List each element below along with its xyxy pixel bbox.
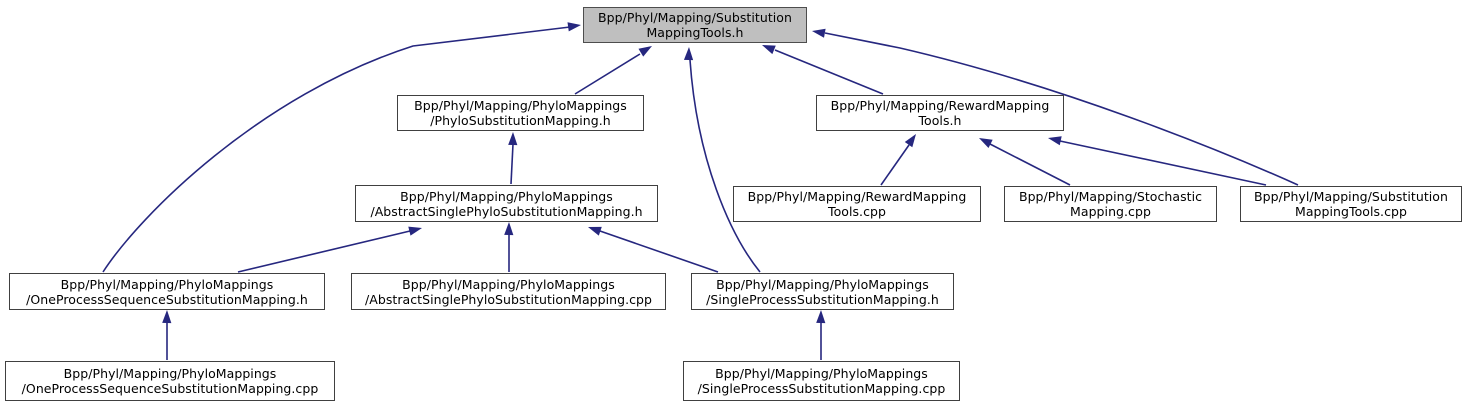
graph-arrowhead-single_process_h-to-root [683, 47, 694, 61]
graph-arrowhead-phylo_sub_mapping_h-to-root [638, 46, 652, 57]
graph-node-abstract_single_phylo_h[interactable]: Bpp/Phyl/Mapping/PhyloMappings /Abstract… [355, 185, 658, 222]
graph-node-label: Bpp/Phyl/Mapping/RewardMapping Tools.h [830, 98, 1050, 128]
graph-edge-one_process_seq_h-to-root [102, 26, 571, 273]
graph-arrowhead-substitution_mapping_tools_cpp-to-root [812, 28, 826, 38]
graph-edge-abstract_single_phylo_h-to-phylo_sub_mapping_h [510, 143, 514, 185]
graph-arrowhead-single_process_h-to-abstract_single_phylo_h [588, 226, 602, 236]
graph-edge-reward_mapping_tools_h-to-root [774, 49, 884, 95]
graph-edge-stochastic_mapping_cpp-to-reward_mapping_tools_h [989, 143, 1071, 186]
graph-arrowhead-abstract_single_phylo_cpp-to-abstract_single_phylo_h [504, 222, 514, 236]
graph-node-label: Bpp/Phyl/Mapping/PhyloMappings /SinglePr… [706, 276, 939, 307]
graph-arrowhead-single_process_cpp-to-single_process_h [816, 310, 826, 324]
graph-edge-substitution_mapping_tools_cpp-to-reward_mapping_tools_h [1059, 140, 1267, 186]
graph-node-stochastic_mapping_cpp[interactable]: Bpp/Phyl/Mapping/Stochastic Mapping.cpp [1004, 186, 1217, 222]
graph-node-one_process_seq_h[interactable]: Bpp/Phyl/Mapping/PhyloMappings /OneProce… [9, 273, 325, 310]
graph-node-one_process_seq_cpp[interactable]: Bpp/Phyl/Mapping/PhyloMappings /OneProce… [5, 361, 335, 401]
graph-node-label: Bpp/Phyl/Mapping/Substitution MappingToo… [598, 10, 792, 40]
graph-node-substitution_mapping_tools_cpp[interactable]: Bpp/Phyl/Mapping/Substitution MappingToo… [1240, 186, 1462, 222]
graph-arrowhead-substitution_mapping_tools_cpp-to-reward_mapping_tools_h [1048, 136, 1062, 146]
graph-node-single_process_cpp[interactable]: Bpp/Phyl/Mapping/PhyloMappings /SinglePr… [683, 361, 960, 401]
graph-node-label: Bpp/Phyl/Mapping/Stochastic Mapping.cpp [1018, 189, 1203, 219]
graph-node-reward_mapping_tools_cpp[interactable]: Bpp/Phyl/Mapping/RewardMapping Tools.cpp [733, 186, 981, 222]
graph-edge-single_process_h-to-root [689, 59, 761, 273]
graph-edge-reward_mapping_tools_cpp-to-reward_mapping_tools_h [880, 144, 910, 186]
graph-node-label: Bpp/Phyl/Mapping/PhyloMappings /Abstract… [370, 188, 643, 219]
graph-node-label: Bpp/Phyl/Mapping/PhyloMappings /PhyloSub… [414, 98, 627, 128]
graph-edge-phylo_sub_mapping_h-to-root [574, 53, 641, 95]
graph-node-label: Bpp/Phyl/Mapping/RewardMapping Tools.cpp [747, 189, 967, 219]
graph-edge-one_process_seq_h-to-abstract_single_phylo_h [237, 230, 411, 273]
graph-edge-single_process_h-to-abstract_single_phylo_h [599, 230, 719, 273]
graph-arrowhead-reward_mapping_tools_cpp-to-reward_mapping_tools_h [904, 134, 916, 148]
graph-node-reward_mapping_tools_h[interactable]: Bpp/Phyl/Mapping/RewardMapping Tools.h [816, 95, 1064, 131]
graph-arrowhead-one_process_seq_h-to-abstract_single_phylo_h [408, 226, 422, 236]
graph-node-abstract_single_phylo_cpp[interactable]: Bpp/Phyl/Mapping/PhyloMappings /Abstract… [351, 273, 666, 310]
graph-node-single_process_h[interactable]: Bpp/Phyl/Mapping/PhyloMappings /SinglePr… [691, 273, 954, 310]
graph-node-label: Bpp/Phyl/Mapping/PhyloMappings /OneProce… [26, 276, 308, 307]
graph-node-label: Bpp/Phyl/Mapping/PhyloMappings /OneProce… [21, 366, 319, 396]
graph-arrowhead-one_process_seq_cpp-to-one_process_seq_h [162, 310, 172, 324]
graph-node-root[interactable]: Bpp/Phyl/Mapping/Substitution MappingToo… [583, 7, 807, 43]
graph-arrowhead-abstract_single_phylo_h-to-phylo_sub_mapping_h [508, 132, 518, 146]
graph-node-label: Bpp/Phyl/Mapping/PhyloMappings /Abstract… [364, 276, 653, 307]
graph-arrowhead-reward_mapping_tools_h-to-root [762, 45, 776, 55]
graph-node-label: Bpp/Phyl/Mapping/PhyloMappings /SinglePr… [697, 366, 946, 396]
graph-node-phylo_sub_mapping_h[interactable]: Bpp/Phyl/Mapping/PhyloMappings /PhyloSub… [397, 95, 644, 131]
graph-node-label: Bpp/Phyl/Mapping/Substitution MappingToo… [1254, 189, 1448, 219]
graph-arrowhead-stochastic_mapping_cpp-to-reward_mapping_tools_h [979, 138, 993, 149]
graph-arrowhead-one_process_seq_h-to-root [567, 22, 581, 32]
